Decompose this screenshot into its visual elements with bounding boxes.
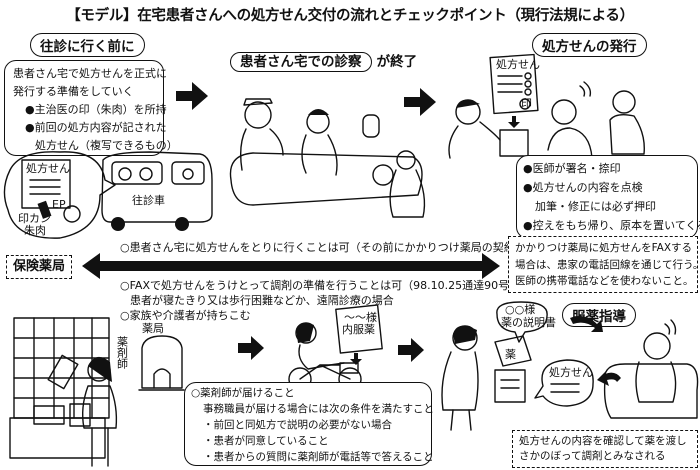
fax-note-line: 医師の携帯電話などを使わないこと。 — [515, 275, 694, 287]
delivery-line: ・患者からの質問に薬剤師が電話等で答えること — [203, 451, 434, 463]
ink-label: 朱肉 — [24, 224, 46, 237]
fax-note-line: かかりつけ薬局に処方せんをFAXする — [515, 242, 693, 254]
step3-checklist-box: ●医師が署名・捺印 ●処方せんの内容を点検 加筆・修正には必ず押印 ●控えをもち… — [516, 155, 700, 239]
step1-line: ●主治医の印（朱肉）を所持 — [25, 103, 167, 116]
home-examination-illustration — [229, 98, 426, 218]
car-label: 往診車 — [132, 193, 165, 207]
double-headed-arrow-icon — [82, 253, 500, 279]
prescription-issue-illustration: 処方せん 印 — [448, 53, 645, 159]
bicycle-delivery-illustration: 〜〜様 内服薬 — [288, 304, 383, 391]
house-call-car-illustration: 処方せん EP 印カン 朱肉 往診車 — [3, 151, 213, 239]
step1-preparation-box: 患者さん宅で処方せんを正式に 発行する準備をしていく ●主治医の印（朱肉）を所持… — [4, 60, 178, 156]
stamp-label: 印カン — [18, 212, 51, 225]
step2-heading-row: 患者さん宅での診察 が終了 — [230, 50, 418, 72]
guidance-note-line: 処方せんの内容を確認して薬を渡し — [519, 435, 687, 447]
medicine-bag-label: 内服薬 — [342, 322, 375, 336]
flow-arrow-icon — [176, 82, 208, 110]
step3-line: ●控えをもち帰り、原本を置いてくる — [523, 219, 700, 232]
pharmacy-sign: 薬局 — [142, 322, 164, 335]
arrow-note-above: ○患者さん宅に処方せんをとりに行くことは可（その前にかかりつけ薬局の契約を結ぶ） — [120, 241, 559, 254]
step1-heading: 往診に行く前に — [30, 33, 145, 57]
prescription-bubble-label: 処方せん — [549, 365, 593, 379]
step3-line: ●処方せんの内容を点検 — [523, 181, 643, 194]
delivery-line: ・前回と同処方で説明の必要がない場合 — [203, 419, 392, 431]
step3-prescription-label: 処方せん — [496, 57, 540, 71]
diagram-title: 【モデル】在宅患者さんへの処方せん交付の流れとチェックポイント（現行法規による） — [66, 8, 634, 24]
fax-note-line: 場合は、患家の電話回線を通じて行う。 — [515, 258, 700, 271]
step2-heading: 患者さん宅での診察 — [230, 52, 372, 72]
step1-line: 処方せん（複写できるもの） — [35, 139, 178, 152]
delivery-line: ○薬剤師が届けること — [191, 387, 295, 399]
flow-arrow-icon — [398, 338, 424, 362]
delivery-conditions-box: ○薬剤師が届けること 事務職員が届ける場合には次の条件を満たすこと ・前回と同処… — [184, 382, 434, 466]
pharmacist-label: 薬剤師 — [116, 336, 129, 369]
stamp-mark-label: EP — [52, 198, 66, 211]
medication-guidance-illustration: ○○様 薬の説明書 薬 処方せん — [441, 301, 699, 431]
delivery-line: 事務職員が届ける場合には次の条件を満たすこと — [203, 403, 434, 415]
guidance-bubble-name: ○○様 — [505, 302, 535, 316]
guidance-bubble-leaflet: 薬の説明書 — [501, 315, 556, 329]
arrow-note-fax-condition: 患者が寝たきり又は歩行困難などか、遠隔診療の場合 — [130, 294, 394, 307]
step1-line: ●前回の処方内容が記された — [25, 121, 167, 134]
step3-line: 加筆・修正には必ず押印 — [535, 200, 656, 213]
flow-arrow-icon — [404, 88, 436, 116]
fax-note-box: かかりつけ薬局に処方せんをFAXする 場合は、患家の電話回線を通じて行う。 医師… — [508, 236, 700, 293]
step1-line: 発行する準備をしていく — [13, 85, 134, 98]
pharmacy-illustration: 薬剤師 薬局 — [9, 317, 185, 467]
pharmacy-label: 保険薬局 — [6, 255, 73, 279]
medicine-bag-text: 薬 — [505, 348, 516, 361]
bag-label-top: 〜〜様 — [344, 310, 377, 324]
seal-label: 印 — [521, 97, 532, 110]
step1-line: 患者さん宅で処方せんを正式に — [13, 67, 167, 80]
arrow-note-fax: ○FAXで処方せんをうけとって調剤の準備を行うことは可（98.10.25通達90… — [120, 279, 521, 292]
guidance-note-box: 処方せんの内容を確認して薬を渡し さかのぼって調剤とみなされる — [512, 430, 698, 468]
guidance-note-line: さかのぼって調剤とみなされる — [519, 450, 666, 462]
flow-arrow-icon — [238, 336, 264, 360]
step3-heading: 処方せんの発行 — [532, 33, 647, 57]
step2-suffix: が終了 — [376, 54, 418, 70]
arrow-note-family: ○家族や介護者が持ちこむ — [120, 309, 251, 322]
delivery-line: ・患者が同意していること — [203, 435, 329, 447]
prescription-label: 処方せん — [26, 161, 70, 175]
step3-line: ●医師が署名・捺印 — [523, 162, 621, 175]
